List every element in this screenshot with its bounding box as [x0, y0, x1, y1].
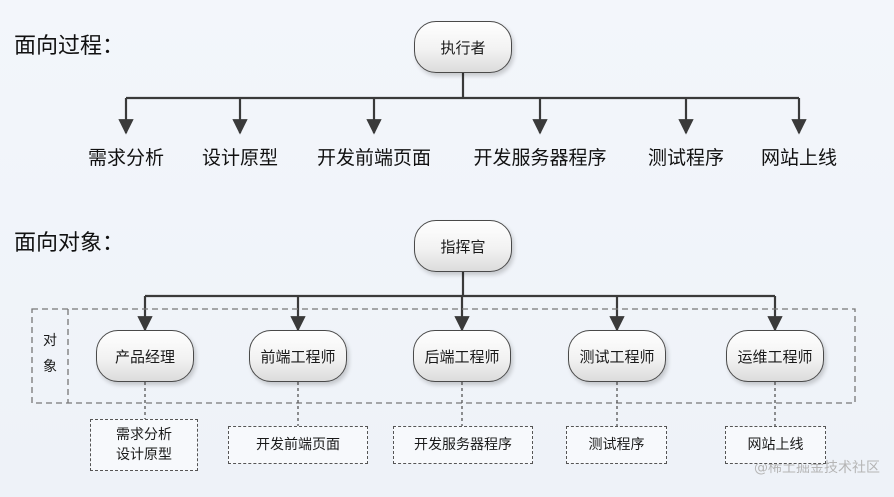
role-node: 后端工程师 — [413, 330, 511, 382]
task-list: 开发服务器程序 — [414, 435, 512, 455]
role-node: 前端工程师 — [249, 330, 347, 382]
procedural-step: 网站上线 — [760, 147, 838, 169]
role-node: 产品经理 — [96, 330, 194, 382]
task-label: 开发前端页面 — [256, 437, 340, 453]
object-oriented-heading: 面向对象： — [14, 231, 125, 256]
procedural-step: 开发服务器程序 — [473, 147, 607, 169]
task-box: 开发前端页面 — [228, 426, 368, 464]
object-group-label: 对 象 — [40, 328, 60, 380]
procedural-step: 开发前端页面 — [316, 147, 432, 169]
object-group-frame — [31, 308, 856, 404]
watermark: @稀土掘金技术社区 — [754, 460, 880, 476]
task-box: 网站上线 — [725, 426, 826, 464]
procedural-step: 测试程序 — [647, 147, 725, 169]
task-list: 网站上线 — [748, 435, 804, 455]
task-label: 需求分析 — [116, 427, 172, 443]
object-group-label-char: 象 — [43, 359, 57, 375]
commander-node: 指挥官 — [414, 220, 512, 272]
task-list: 需求分析设计原型 — [116, 425, 172, 465]
task-list: 测试程序 — [589, 435, 645, 455]
object-group-label-char: 对 — [43, 333, 57, 349]
task-box: 测试程序 — [566, 426, 667, 464]
procedural-step: 设计原型 — [201, 147, 279, 169]
task-label: 设计原型 — [116, 447, 172, 463]
role-node: 运维工程师 — [726, 330, 824, 382]
role-node: 测试工程师 — [568, 330, 666, 382]
task-box: 开发服务器程序 — [393, 426, 533, 464]
task-label: 开发服务器程序 — [414, 437, 512, 453]
task-label: 测试程序 — [588, 437, 645, 453]
task-label: 网站上线 — [747, 437, 804, 453]
executor-node: 执行者 — [414, 21, 512, 73]
task-list: 开发前端页面 — [256, 435, 340, 455]
procedural-step: 需求分析 — [87, 147, 165, 169]
procedural-heading: 面向过程： — [14, 34, 125, 59]
task-box: 需求分析设计原型 — [90, 419, 198, 471]
